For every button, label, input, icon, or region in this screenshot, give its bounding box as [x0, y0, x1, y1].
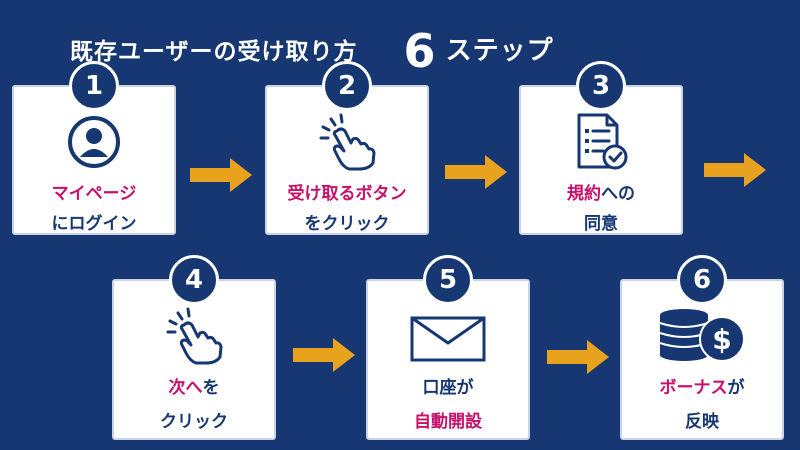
step-text: が	[727, 378, 745, 398]
step-text-line2: 反映	[622, 407, 782, 432]
step-text-line1: 口座が	[368, 373, 528, 398]
step-text: 同意	[584, 214, 618, 234]
arrow-right-icon	[445, 155, 507, 189]
tap-hand-icon	[315, 111, 379, 175]
step-highlight-text: マイページ	[51, 184, 137, 204]
step-number-badge: 5	[423, 255, 473, 305]
step-text: クリック	[160, 412, 228, 432]
step-card-6: 6 $ ボーナスが 反映	[620, 255, 784, 440]
step-text-line2: 同意	[521, 209, 681, 234]
checklist-document-icon	[573, 113, 629, 175]
step-text: への	[601, 184, 635, 204]
step-highlight-text: 受け取るボタン	[287, 184, 407, 204]
step-number-badge: 3	[576, 61, 626, 111]
step-highlight-text: 次へ	[168, 378, 203, 398]
step-number-badge: 1	[69, 61, 119, 111]
step-text: にログイン	[51, 214, 137, 234]
title-steps-label: ステップ	[445, 36, 554, 66]
step-text: 口座が	[422, 378, 474, 398]
step-text-line1: 規約への	[521, 179, 681, 204]
step-highlight-text: 規約	[567, 184, 601, 204]
title-step-count: 6	[403, 24, 436, 78]
step-number-badge: 4	[169, 255, 219, 305]
title-main: 既存ユーザーの受け取り方	[70, 39, 358, 65]
step-card-2: 2 受け取るボタン をクリック	[265, 61, 429, 235]
step-text-line2: 自動開設	[368, 407, 528, 432]
step-text-line2: クリック	[114, 407, 274, 432]
coins-dollar-icon: $	[656, 305, 748, 371]
step-text-line1: ボーナスが	[622, 373, 782, 398]
step-number-badge: 6	[677, 255, 727, 305]
step-text-line2: にログイン	[14, 209, 174, 234]
step-card-4: 4 次へを クリック	[112, 255, 276, 440]
arrow-right-icon	[704, 153, 766, 187]
step-highlight-text: ボーナス	[659, 378, 728, 398]
step-text: 反映	[685, 412, 719, 432]
envelope-icon	[409, 315, 487, 367]
step-text-line1: 次へを	[114, 373, 274, 398]
arrow-right-icon	[547, 340, 609, 374]
user-icon	[67, 115, 121, 173]
step-text: をクリック	[304, 214, 390, 234]
page-title: 既存ユーザーの受け取り方 6 ステップ	[70, 20, 554, 74]
step-card-3: 3 規約への 同意	[519, 61, 683, 235]
step-card-5: 5 口座が 自動開設	[366, 255, 530, 440]
step-highlight-text: 自動開設	[414, 412, 482, 432]
step-card-1: 1 マイページ にログイン	[12, 61, 176, 235]
arrow-right-icon	[190, 158, 252, 192]
step-text: を	[202, 378, 220, 398]
step-text-line1: 受け取るボタン	[267, 179, 427, 204]
step-text-line1: マイページ	[14, 179, 174, 204]
svg-text:$: $	[712, 323, 731, 356]
step-number-badge: 2	[322, 61, 372, 111]
step-text-line2: をクリック	[267, 209, 427, 234]
arrow-right-icon	[293, 338, 355, 372]
tap-hand-icon	[162, 305, 226, 369]
